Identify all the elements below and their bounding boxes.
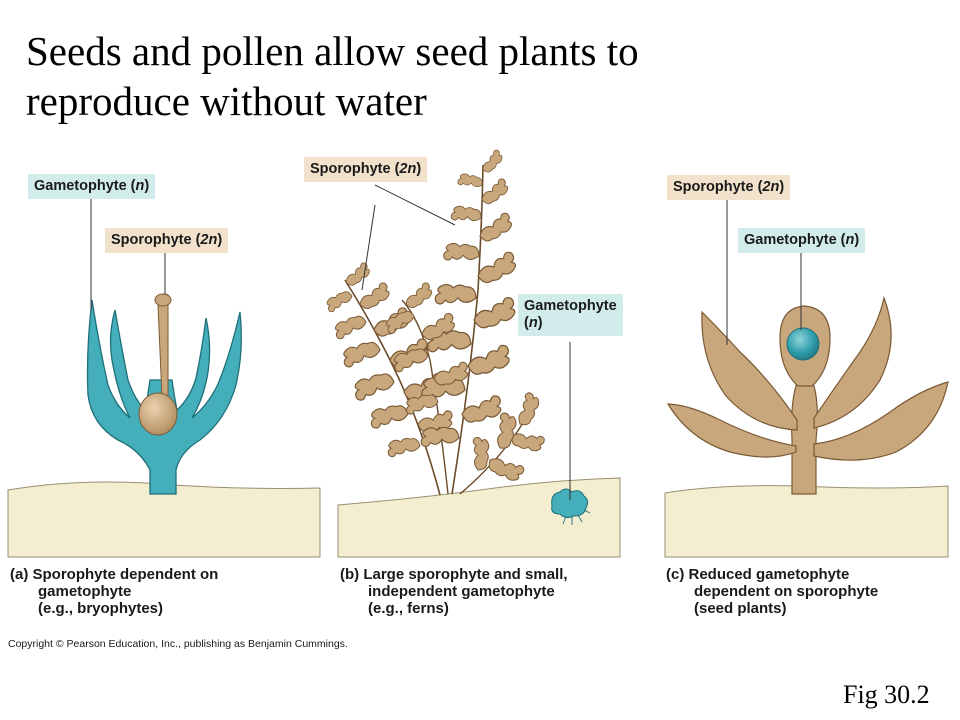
seed-plant-gametophyte <box>786 327 820 361</box>
fern-rhizoids <box>562 509 591 525</box>
caption-c: (c) Reduced gametophyte dependent on spo… <box>666 566 879 617</box>
page-title: Seeds and pollen allow seed plants to re… <box>26 26 926 126</box>
label-sporophyte-a: Sporophyte (2n) <box>105 228 229 253</box>
label-gametophyte-a: Gametophyte (n) <box>28 174 156 199</box>
seed-plant-stem <box>791 379 818 495</box>
leader-line <box>374 184 456 226</box>
title-line-1: Seeds and pollen allow seed plants to <box>26 28 639 74</box>
label-sporophyte-c: Sporophyte (2n) <box>667 175 791 200</box>
caption-b: (b) Large sporophyte and small, independ… <box>340 566 568 617</box>
moss-sporangium <box>154 293 172 307</box>
label-gametophyte-b: Gametophyte (n) <box>518 294 623 336</box>
seed-plant-leaf <box>813 295 892 429</box>
moss-sporophyte-foot <box>138 392 178 436</box>
seed-plant-leaf <box>701 310 798 431</box>
title-line-2: reproduce without water <box>26 78 427 124</box>
panel-a-scene <box>7 194 321 558</box>
copyright-notice: Copyright © Pearson Education, Inc., pub… <box>8 638 348 650</box>
figure-reference: Fig 30.2 <box>843 680 930 709</box>
panel-b-scene <box>324 148 621 558</box>
ground-b <box>337 477 621 558</box>
seed-plant-leaf <box>666 403 797 458</box>
fern-gametophyte <box>551 488 589 519</box>
panel-c-scene <box>664 200 949 558</box>
label-gametophyte-c: Gametophyte (n) <box>738 228 866 253</box>
label-sporophyte-b: Sporophyte (2n) <box>304 157 428 182</box>
caption-a: (a) Sporophyte dependent on gametophyte … <box>10 566 219 617</box>
leader-line <box>361 204 376 291</box>
ground-c <box>664 485 949 558</box>
seed-plant-leaf <box>813 381 949 461</box>
